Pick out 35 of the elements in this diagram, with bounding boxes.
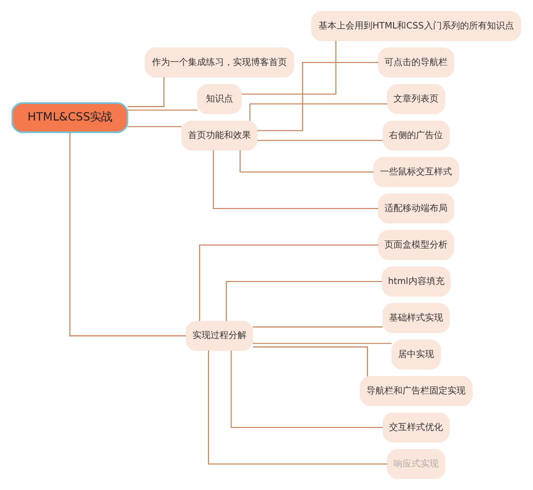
connector xyxy=(252,342,392,344)
node-box: 可点击的导航栏 xyxy=(378,48,454,78)
node-box: 居中实现 xyxy=(391,339,441,370)
node-box: html内容填充 xyxy=(382,266,451,296)
connector xyxy=(199,244,378,321)
connector xyxy=(127,110,198,111)
connector xyxy=(127,126,182,128)
node-box: 一些鼠标交互样式 xyxy=(373,157,460,187)
node-box: 适配移动端布局 xyxy=(378,194,454,224)
connector xyxy=(128,77,164,108)
connector xyxy=(226,280,382,321)
node-box: 基础样式实现 xyxy=(382,303,450,333)
node-box: 交互样式优化 xyxy=(382,412,450,442)
connector xyxy=(230,350,383,428)
node-box: 导航栏和广告栏固定实现 xyxy=(360,376,472,406)
connector xyxy=(208,350,388,464)
node-box: 首页功能和效果 xyxy=(181,120,258,151)
node-box: 实现过程分解 xyxy=(186,320,254,351)
node-box: 右侧的广告位 xyxy=(382,120,450,151)
connector xyxy=(257,62,378,132)
node-box: 响应式实现 xyxy=(386,448,446,479)
connector xyxy=(257,140,383,141)
node-box: 文章列表页 xyxy=(386,84,446,114)
connector xyxy=(242,40,336,95)
connector xyxy=(69,132,186,336)
node-box: 知识点 xyxy=(197,84,242,114)
connector xyxy=(249,103,388,121)
connector xyxy=(253,346,368,376)
node-box: 作为一个集成练习，实现博客首页 xyxy=(144,48,294,78)
node-box: 基本上会用到HTML和CSS入门系列的所有知识点 xyxy=(311,11,522,42)
node-box: HTML&CSS实战 xyxy=(11,102,128,134)
connector xyxy=(252,326,383,328)
connector xyxy=(212,150,378,210)
node-box: 页面盒模型分析 xyxy=(378,230,454,260)
connector xyxy=(240,150,374,173)
